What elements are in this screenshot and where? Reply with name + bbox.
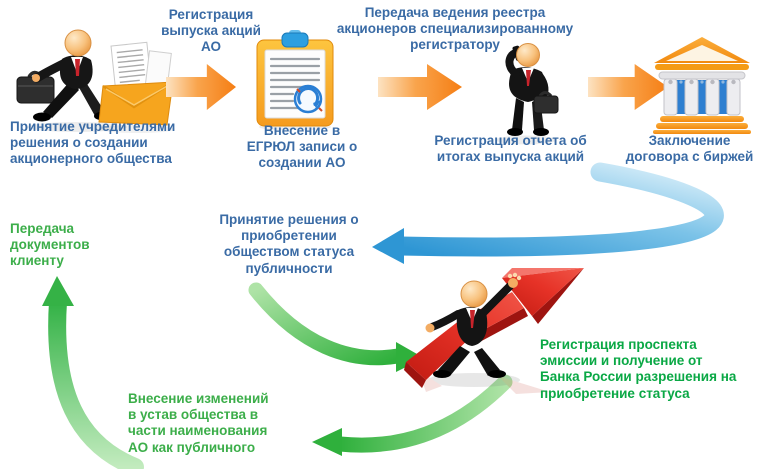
green-curved-arrow-up-icon (42, 276, 144, 469)
briefcase-icon (538, 91, 553, 98)
businessman-walking-icon (16, 29, 175, 133)
bank-exchange-icon (653, 37, 751, 134)
envelope-documents-icon (98, 41, 174, 126)
label-charter-amendments: Внесение изменений в устав общества в ча… (128, 391, 269, 455)
orange-flow-arrow-1-icon (166, 64, 236, 110)
label-documents-to-client: Передача документов клиенту (10, 221, 90, 269)
clipboard-egrul-icon (256, 30, 334, 130)
businessman-phone-icon (496, 43, 559, 145)
orange-flow-arrow-3-icon (588, 64, 668, 110)
green-curved-arrow-left-icon (312, 374, 513, 456)
label-registry-transfer: Передача ведения реестра акционеров спец… (336, 5, 574, 53)
label-founders-decision: Принятие учредителями решения о создании… (10, 119, 176, 167)
label-prospectus-registration: Регистрация проспекта эмиссии и получени… (540, 337, 737, 401)
businessman-growth-arrow-icon (404, 268, 584, 394)
label-share-issue-registration: Регистрация выпуска акций АО (161, 7, 261, 55)
blue-curved-arrow-icon (372, 162, 724, 264)
label-public-status-decision: Принятие решения о приобретении общество… (219, 212, 359, 276)
seal-stamp-icon (293, 84, 323, 114)
label-egrul-record: Внесение в ЕГРЮЛ записи о создании АО (246, 123, 358, 171)
label-issue-report-registration: Регистрация отчета об итогах выпуска акц… (434, 133, 587, 165)
green-curved-arrow-right-icon (248, 282, 424, 372)
label-exchange-agreement: Заключение договора с биржей (625, 133, 754, 165)
orange-flow-arrow-2-icon (378, 64, 462, 110)
